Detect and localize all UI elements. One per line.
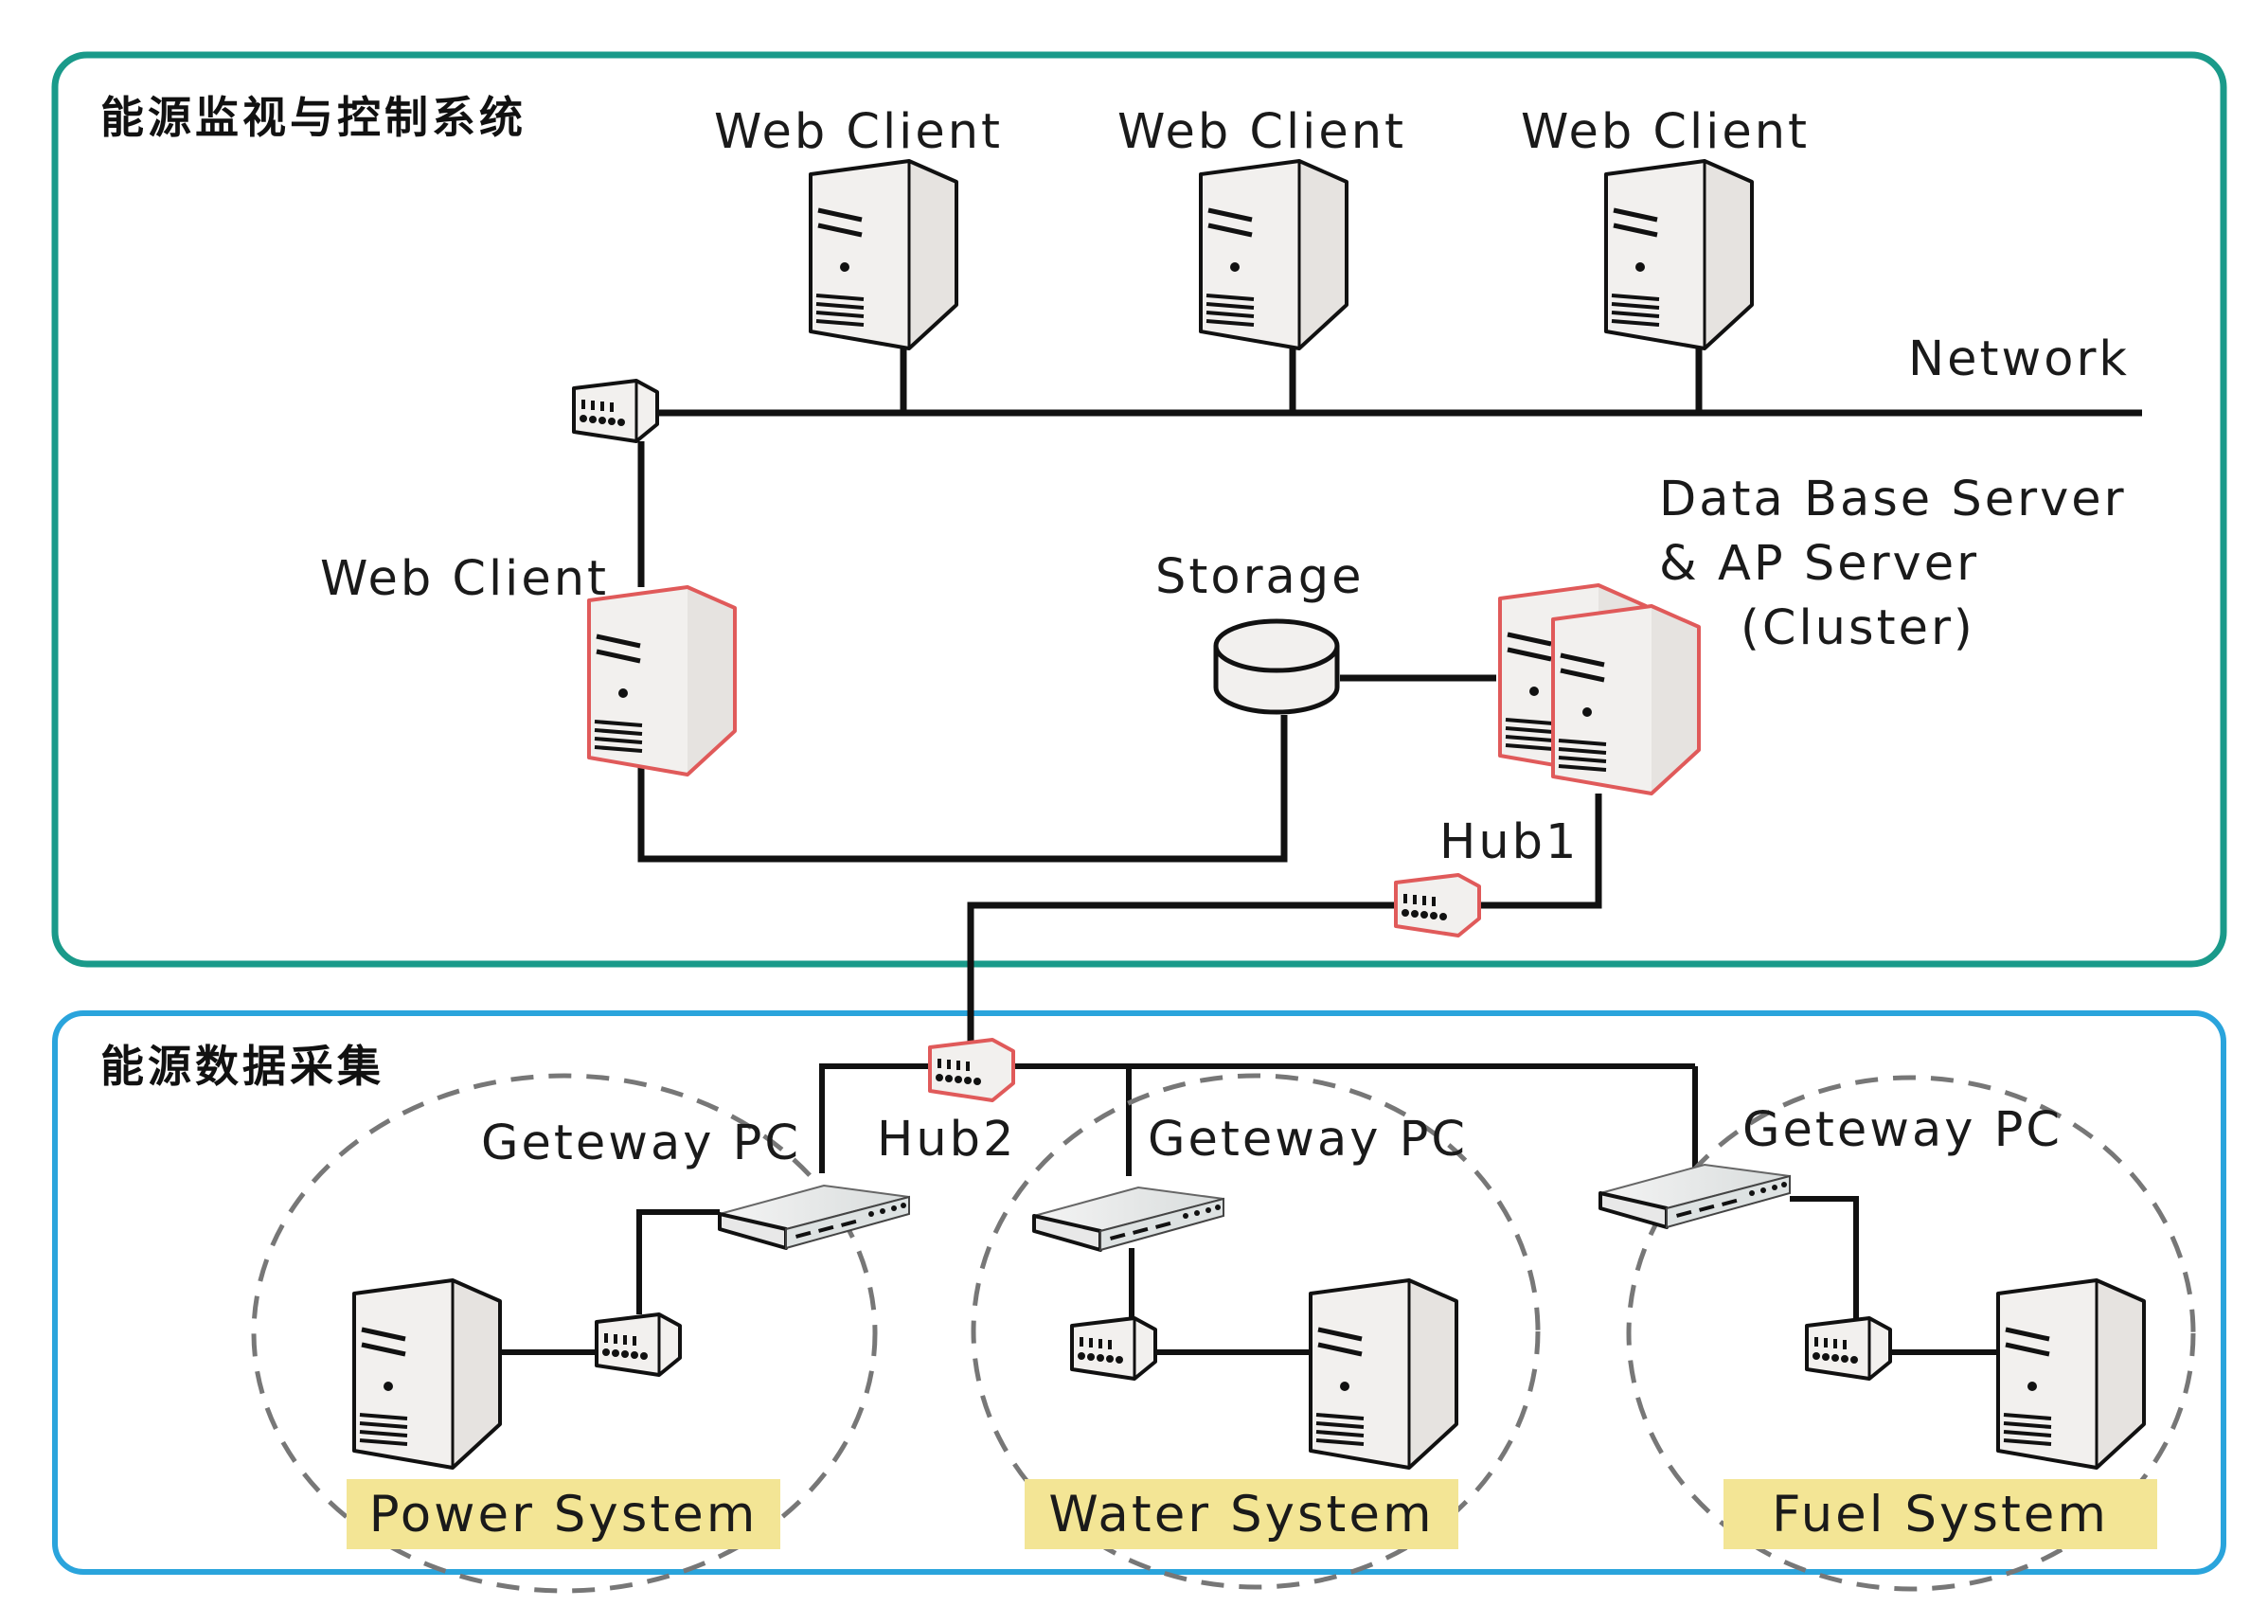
storage-label: Storage (1155, 549, 1365, 605)
system-boundaries (251, 1073, 2196, 1594)
db-server-front-icon[interactable] (1553, 606, 1699, 794)
network-bus (637, 328, 2142, 1042)
fuel-gateway-icon[interactable] (1598, 1163, 1792, 1229)
fuel-system-badge (1723, 1479, 2157, 1549)
fuel-gateway-label: Geteway PC (1742, 1102, 2063, 1158)
water-gateway-icon[interactable] (1032, 1186, 1225, 1252)
fuel-system-label: Fuel System (1772, 1486, 2109, 1544)
power-gateway-icon[interactable] (718, 1184, 911, 1250)
hub2-label: Hub2 (877, 1112, 1017, 1168)
water-gateway-label: Geteway PC (1148, 1112, 1468, 1168)
water-system-badge (1025, 1479, 1458, 1549)
power-boundary (251, 1073, 878, 1594)
storage-icon[interactable] (1213, 618, 1340, 715)
hub2-icon[interactable] (928, 1038, 1015, 1102)
acquisition-title: 能源数据采集 (100, 1041, 384, 1092)
control-system-title: 能源监视与控制系统 (100, 92, 527, 143)
fuel-hub-icon[interactable] (1805, 1316, 1892, 1381)
power-system-badge (347, 1479, 780, 1549)
web-client-2-label: Web Client (1117, 104, 1406, 160)
db-server-label-3: (Cluster) (1741, 600, 1975, 656)
web-client-2-icon[interactable] (1201, 161, 1347, 348)
web-client-4-icon[interactable] (589, 587, 735, 775)
web-client-3-label: Web Client (1521, 104, 1810, 160)
network-hub-icon[interactable] (572, 379, 659, 443)
network-label: Network (1908, 331, 2130, 387)
acquisition-links (500, 1063, 1998, 1355)
web-client-1-label: Web Client (714, 104, 1003, 160)
power-system-label: Power System (369, 1486, 759, 1544)
power-hub-icon[interactable] (595, 1312, 682, 1377)
fuel-boundary (1626, 1075, 2196, 1592)
db-server-label-2: & AP Server (1659, 536, 1979, 592)
web-client-3-icon[interactable] (1606, 161, 1752, 348)
power-server-icon[interactable] (354, 1280, 500, 1468)
water-system-label: Water System (1048, 1486, 1434, 1544)
fuel-server-icon[interactable] (1998, 1280, 2144, 1468)
db-server-label-1: Data Base Server (1659, 472, 2127, 527)
hub1-label: Hub1 (1439, 814, 1580, 870)
water-hub-icon[interactable] (1070, 1316, 1157, 1381)
control-system-frame (51, 51, 2227, 968)
water-boundary (971, 1073, 1541, 1590)
water-server-icon[interactable] (1311, 1280, 1456, 1468)
web-client-4-label: Web Client (320, 551, 609, 607)
web-client-1-icon[interactable] (811, 161, 956, 348)
hub1-icon[interactable] (1394, 873, 1481, 937)
acquisition-frame (52, 1010, 2226, 1575)
power-gateway-label: Geteway PC (481, 1115, 801, 1171)
